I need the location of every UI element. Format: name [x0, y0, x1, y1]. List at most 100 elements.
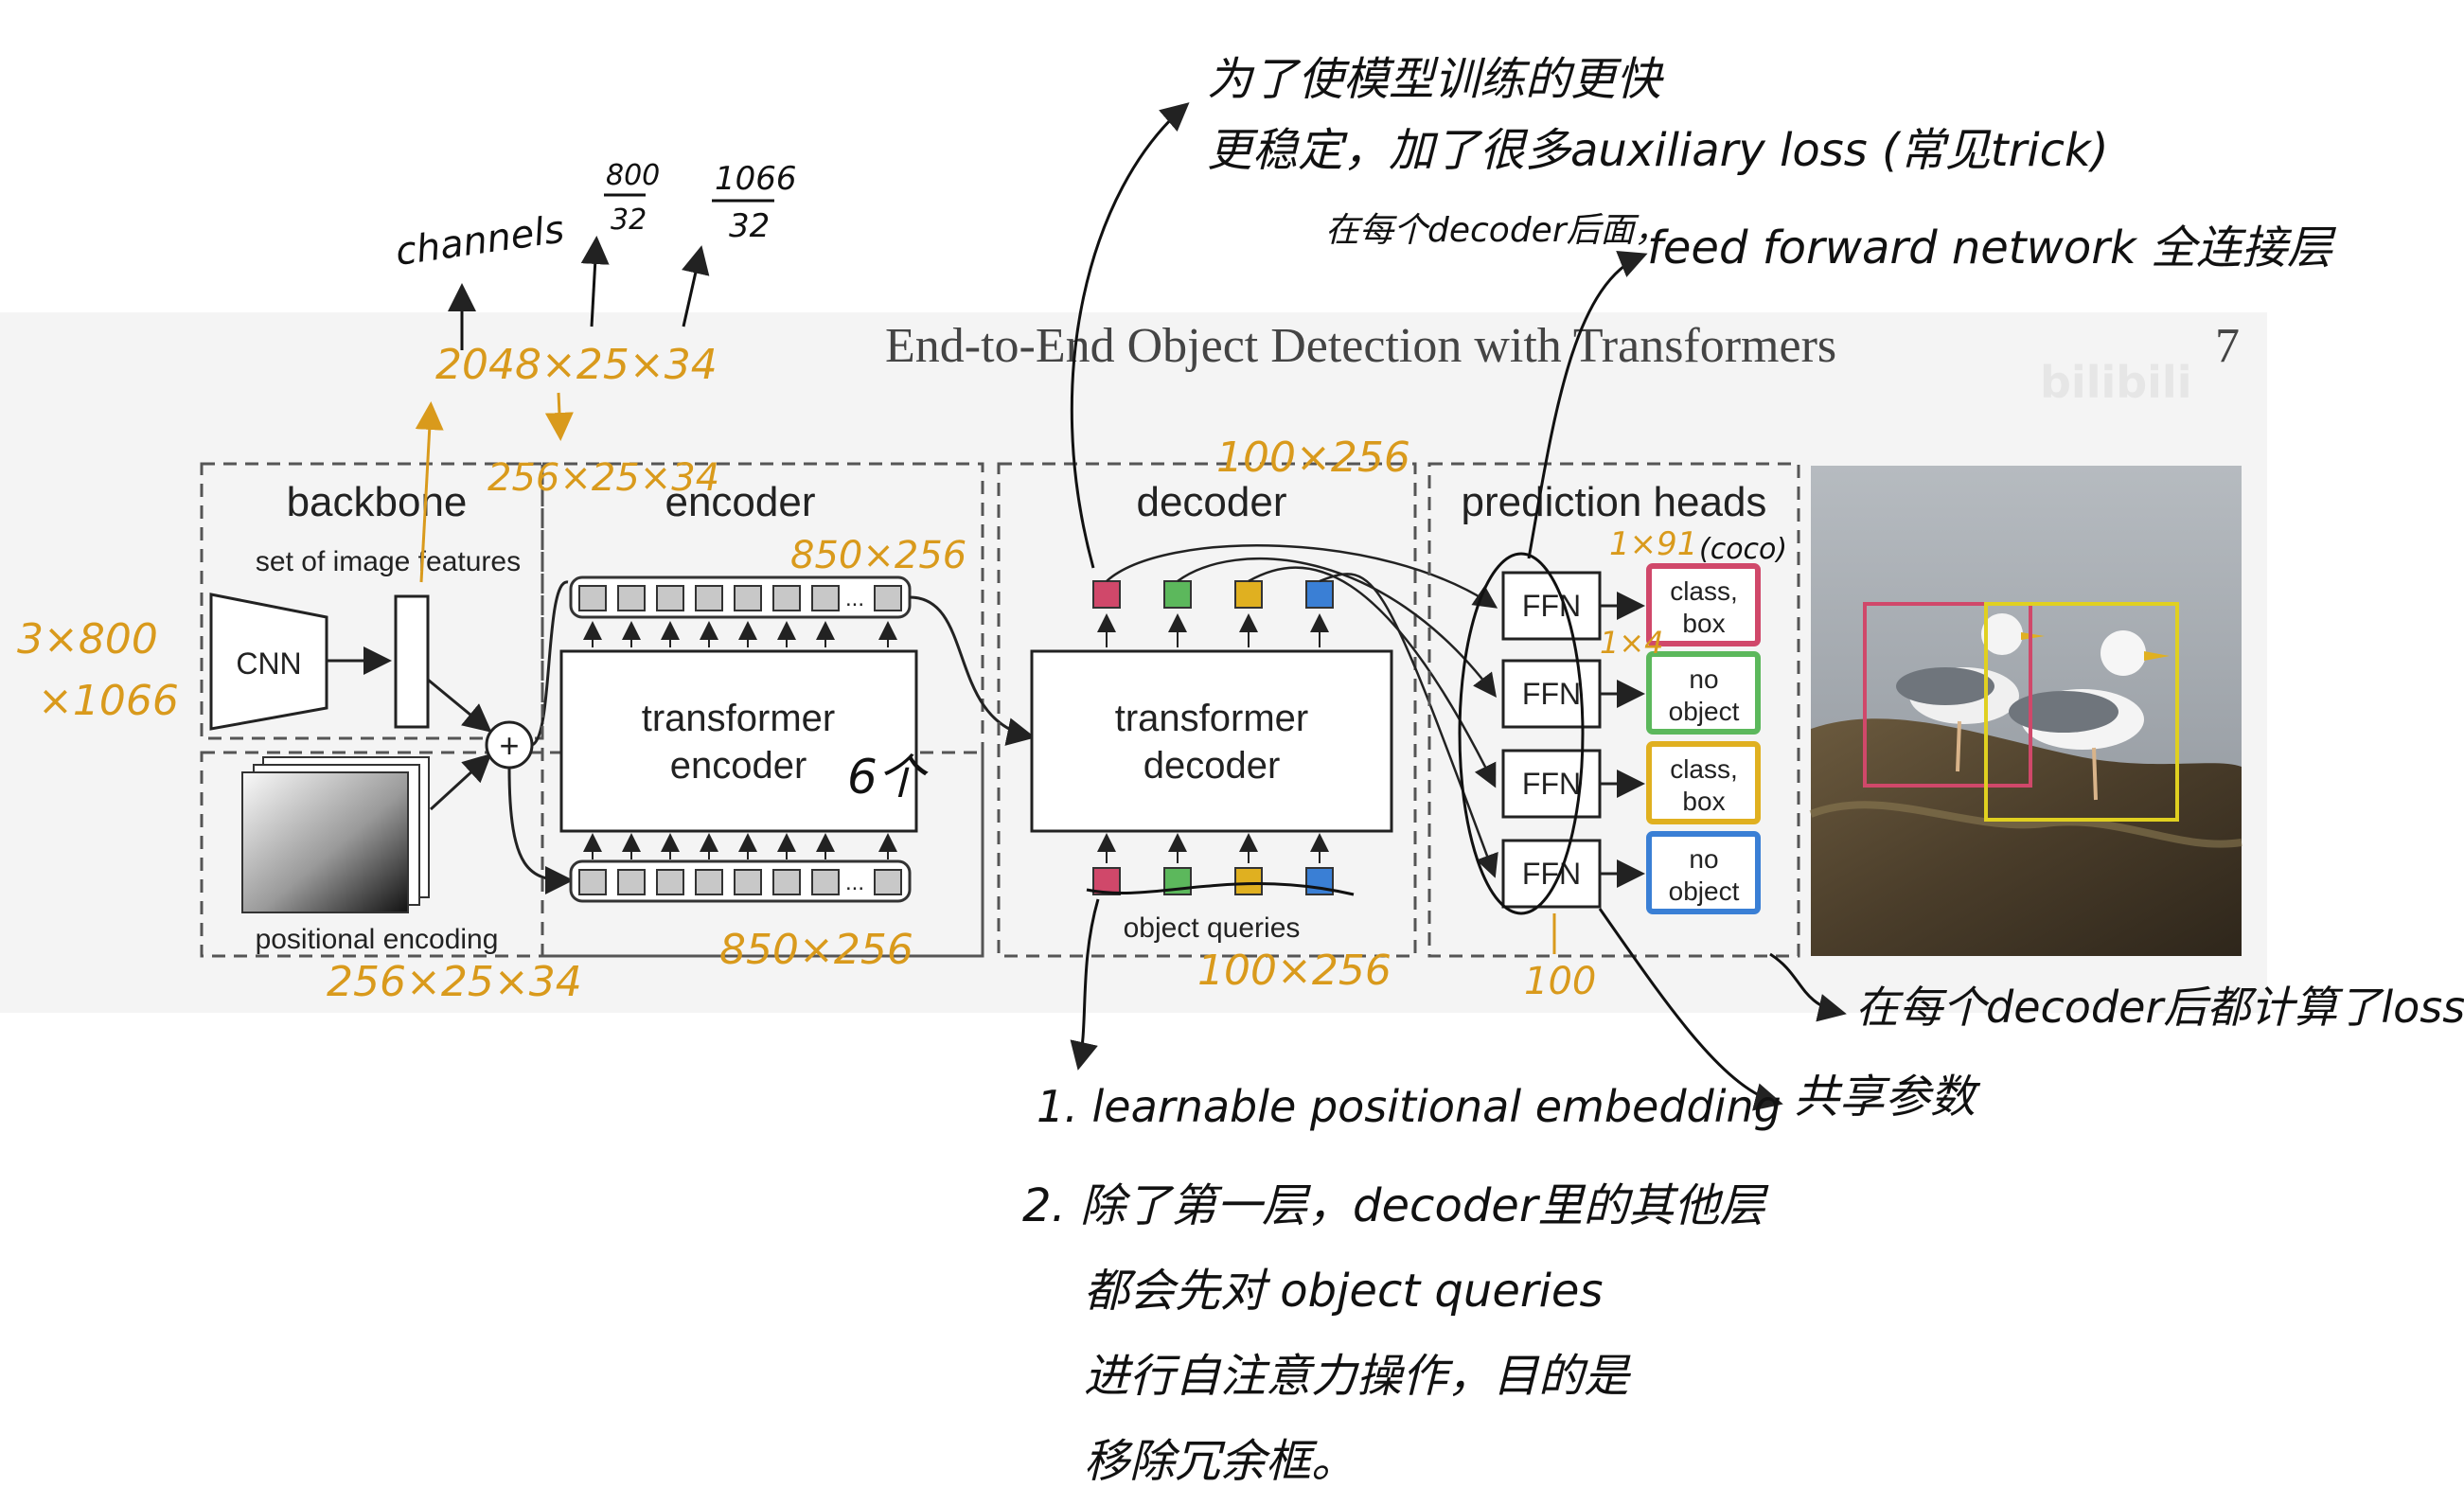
encoder-output-token	[656, 585, 684, 611]
bbox-pink	[1863, 602, 2032, 788]
encoder-input-token	[578, 869, 607, 895]
input-dims-2: ×1066	[38, 677, 179, 725]
encoder-to-decoder-arrow	[909, 595, 1036, 746]
encoder-section: encoder ... transformer encoder ...	[541, 462, 1036, 958]
query-note-2: 2. 除了第一层，decoder里的其他层	[1022, 1179, 1770, 1232]
decoder-top-dims: 100×256	[1216, 434, 1410, 482]
encoder-output-dims: 850×256	[790, 534, 966, 577]
example-image	[1809, 466, 2242, 956]
encoder-output-token	[578, 585, 607, 611]
prediction-output-box	[1646, 831, 1761, 914]
shared-params-arrow	[1598, 908, 1783, 1111]
prediction-output-line1: class,	[1670, 754, 1738, 784]
gull-right-head	[2101, 630, 2146, 676]
encoder-ellipsis: ...	[845, 870, 864, 895]
prediction-output-line2: object	[1669, 697, 1740, 726]
gull-right-beak	[2144, 651, 2170, 661]
query-to-ffn-curve	[1319, 573, 1498, 878]
heads-title: prediction heads	[1462, 479, 1767, 525]
decoder-output-square	[1234, 580, 1263, 609]
ffn-box	[1501, 571, 1602, 641]
feature-map	[394, 594, 430, 729]
orange-annotations: 3×800 ×1066 2048×25×34 256×25×34 256×25×…	[17, 341, 1697, 1006]
photo-lichen	[1809, 801, 2242, 848]
frac1-num: 800	[606, 159, 660, 192]
frac2-arrow	[682, 245, 710, 328]
backbone-frame	[200, 462, 544, 740]
encoder-output-token	[617, 585, 646, 611]
gull-right-leg	[2092, 747, 2098, 801]
decoder-title: decoder	[1136, 479, 1286, 525]
aux-loss-note-1: 为了使模型训练的更快	[1207, 53, 1664, 106]
feature-dims-arrow	[415, 401, 444, 583]
encoder-title: encoder	[665, 479, 815, 525]
aux-loss-note-3: 在每个decoder后面，	[1325, 211, 1669, 250]
prediction-output-box	[1646, 563, 1761, 646]
gull-left-wing	[1896, 667, 1994, 705]
encoder-arrows	[583, 621, 897, 859]
encoder-input-token	[772, 869, 801, 895]
backbone-title: backbone	[287, 479, 468, 525]
cnn-trapezoid	[209, 593, 328, 731]
query-note-3: 都会先对 object queries	[1084, 1265, 1603, 1318]
cnn-label: CNN	[236, 646, 301, 681]
feature-dims: 2048×25×34	[435, 341, 718, 389]
sum-to-encoder-top	[531, 580, 569, 747]
backbone-section: backbone set of image features CNN posit…	[200, 462, 984, 958]
decoder-block-label-2: decoder	[1143, 745, 1281, 787]
loss-note-arrow	[1769, 952, 1847, 1022]
posenc-label: positional encoding	[256, 924, 499, 955]
encoder-ellipsis: ...	[845, 586, 864, 611]
heads-frame	[1427, 462, 1800, 958]
aux-loss-note-2: 更稳定，加了很多auxiliary loss (常见trick)	[1207, 124, 2109, 177]
encoder-output-tokens: ...	[578, 585, 902, 611]
encoder-output-token	[772, 585, 801, 611]
encoder-input-token	[656, 869, 684, 895]
feature-to-sum-arrow	[427, 678, 492, 733]
bbox-yellow	[1984, 602, 2179, 822]
object-query-square	[1092, 867, 1121, 895]
loss-note: 在每个decoder后都计算了loss	[1855, 982, 2464, 1033]
ffn-label: FFN	[1522, 589, 1581, 623]
posenc-dims: 256×25×34	[327, 958, 582, 1006]
frac1-den: 32	[611, 204, 647, 237]
frac1-arrow	[580, 236, 610, 328]
gull-left-leg	[1956, 720, 1961, 772]
encoder-input-tokens: ...	[578, 869, 902, 895]
posenc-image	[241, 771, 409, 913]
handwritten-notes: channels 800 32 1066 32 6个 (coco) 为了使模型训…	[393, 53, 2464, 1488]
decoder-frame	[997, 462, 1417, 958]
heads-count: 100	[1524, 960, 1596, 1003]
object-queries-label: object queries	[1124, 912, 1301, 944]
prediction-output-line1: class,	[1670, 576, 1738, 606]
query-note-1: 1. learnable positional embedding	[1037, 1081, 1782, 1132]
query-note-5: 移除冗余框。	[1084, 1435, 1356, 1488]
encoder-input-token	[617, 869, 646, 895]
shared-params-note: 共享参数	[1794, 1071, 1981, 1124]
ffn-note-arrow	[1527, 251, 1648, 559]
frac2-num: 1066	[715, 160, 797, 198]
prediction-output-line2: box	[1682, 609, 1725, 638]
encoder-output-token	[811, 585, 840, 611]
query-to-ffn-curve	[1177, 557, 1497, 699]
head-class-dims: 1×91	[1609, 525, 1697, 563]
frac2-den: 32	[729, 207, 770, 245]
encoder-input-token	[734, 869, 762, 895]
reduce-arrow	[544, 392, 574, 441]
aux-loss-arrow	[1070, 102, 1190, 569]
prediction-output-line2: object	[1669, 876, 1740, 906]
sum-to-encoder-bottom	[507, 767, 574, 894]
gull-right-wing	[2009, 691, 2118, 733]
ffn-label: FFN	[1522, 677, 1581, 711]
posenc-to-sum-arrow	[429, 752, 492, 811]
decoder-section: decoder transformer decoder object queri…	[997, 462, 1498, 958]
gull-left-beak	[2021, 632, 2045, 640]
object-query-square	[1234, 867, 1263, 895]
queries-underline	[1086, 882, 1355, 896]
encoder-layers-note: 6个	[847, 750, 930, 805]
encoder-block-label-2: encoder	[670, 745, 807, 787]
reduced-dims: 256×25×34	[487, 456, 719, 500]
coco-note: (coco)	[1699, 533, 1787, 566]
encoder-block-label-1: transformer	[642, 698, 836, 739]
